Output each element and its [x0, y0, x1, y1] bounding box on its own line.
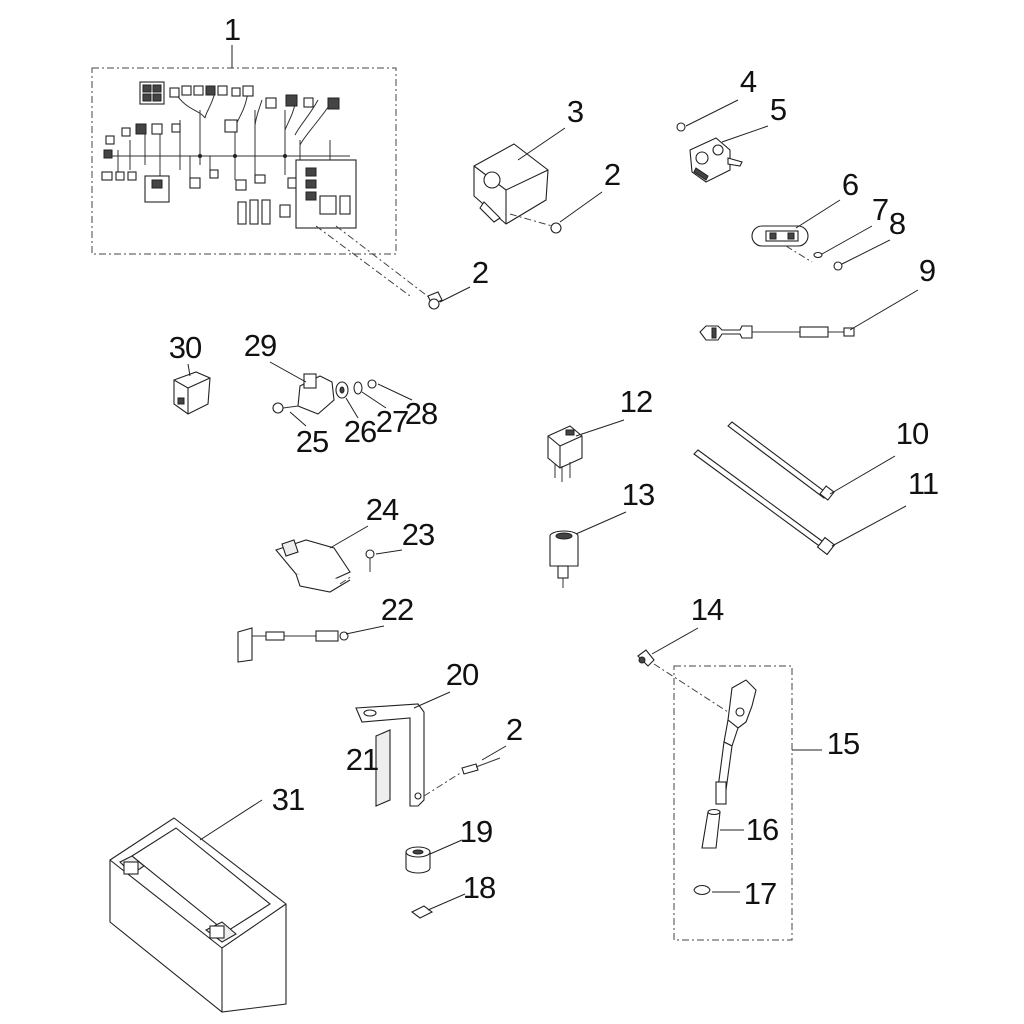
callout-16: 16 — [746, 812, 778, 847]
screw-icon[interactable] — [365, 549, 375, 572]
bolt-icon[interactable] — [550, 222, 562, 234]
socket-icon[interactable] — [549, 530, 579, 588]
bolt-icon[interactable] — [272, 402, 299, 414]
boot-icon[interactable] — [701, 808, 721, 849]
callout-27: 27 — [376, 404, 408, 439]
callout-4: 4 — [740, 64, 757, 99]
callout-2d: 2 — [506, 712, 522, 747]
spark-plug-cap-icon[interactable] — [637, 649, 729, 713]
ground-cable-icon[interactable] — [237, 627, 349, 663]
pad-icon[interactable] — [410, 905, 434, 919]
collar-icon[interactable] — [335, 381, 349, 399]
callout-29: 29 — [244, 328, 276, 363]
callout-20: 20 — [446, 657, 479, 692]
callout-2b: 2 — [604, 157, 620, 192]
callout-28: 28 — [405, 396, 437, 431]
fuse-holder-icon[interactable] — [751, 225, 813, 263]
nut-icon[interactable] — [367, 379, 377, 389]
callout-5: 5 — [770, 92, 786, 127]
callout-8: 8 — [889, 206, 905, 241]
callout-1: 1 — [224, 12, 240, 47]
relay-icon[interactable] — [173, 371, 211, 415]
callout-11: 11 — [908, 466, 938, 501]
callout-22: 22 — [381, 592, 413, 627]
callout-21: 21 — [346, 742, 378, 777]
nut-icon[interactable] — [833, 261, 843, 271]
callout-15: 15 — [827, 726, 859, 761]
callout-30: 30 — [169, 330, 202, 365]
relay-icon[interactable] — [547, 425, 583, 482]
callout-6: 6 — [842, 167, 858, 202]
callout-12: 12 — [620, 384, 652, 419]
bracket-icon[interactable] — [355, 703, 425, 807]
callout-23: 23 — [402, 517, 434, 552]
callout-31: 31 — [272, 782, 304, 817]
callout-26: 26 — [344, 414, 376, 449]
collar-icon[interactable] — [405, 846, 431, 874]
callout-25: 25 — [296, 424, 328, 459]
ignition-coil-group-frame — [673, 665, 793, 941]
washer-icon[interactable] — [813, 251, 823, 259]
callout-2a: 2 — [472, 255, 488, 290]
control-unit-icon[interactable] — [473, 143, 553, 227]
rubber-strip-icon[interactable] — [375, 729, 391, 807]
clip-icon[interactable] — [693, 884, 711, 896]
regulator-icon[interactable] — [275, 539, 353, 593]
starter-relay-icon[interactable] — [689, 137, 743, 183]
washer-icon[interactable] — [353, 381, 363, 395]
cable-tie-icon[interactable] — [693, 449, 836, 556]
callout-13: 13 — [622, 477, 654, 512]
callout-14: 14 — [691, 592, 724, 627]
sensor-cable-icon[interactable] — [699, 325, 855, 341]
bolt-icon[interactable] — [423, 757, 501, 797]
callout-7: 7 — [872, 192, 888, 227]
callout-10: 10 — [896, 416, 929, 451]
ignition-coil-icon[interactable] — [715, 679, 757, 805]
callout-19: 19 — [460, 814, 492, 849]
cable-tie-icon[interactable] — [727, 421, 835, 501]
callout-24: 24 — [366, 492, 399, 527]
callout-9: 9 — [919, 253, 935, 288]
bolt-icon[interactable] — [427, 291, 443, 310]
battery-icon[interactable] — [109, 817, 287, 1013]
callout-3: 3 — [567, 94, 583, 129]
nut-icon[interactable] — [676, 122, 686, 132]
callout-18: 18 — [463, 870, 495, 905]
wiring-harness-icon[interactable] — [91, 67, 431, 299]
callout-17: 17 — [744, 876, 776, 911]
